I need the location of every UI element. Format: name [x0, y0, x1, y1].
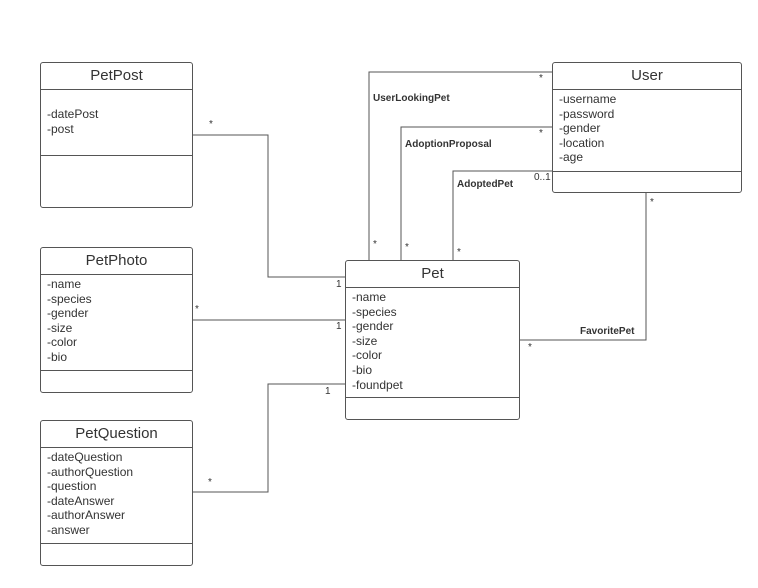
petquestion-pet-line [193, 383, 345, 493]
attribute: -bio [47, 349, 68, 364]
attribute: -authorQuestion [47, 464, 134, 479]
attribute: -size [47, 320, 73, 335]
attribute: -question [47, 479, 97, 494]
attribute: -name [47, 277, 82, 291]
attribute: -size [352, 333, 378, 348]
class-petphoto: PetPhoto -name -species -gender -size -c… [40, 247, 193, 393]
attribute: -color [352, 348, 383, 363]
attribute: -species [47, 291, 92, 306]
attribute: -post [47, 121, 74, 136]
multiplicity-favorite-pet-pet: * [528, 342, 532, 353]
adopted-pet-line [452, 170, 552, 261]
attribute-compartment: -datePost -post [41, 90, 192, 156]
class-name: User [553, 63, 741, 90]
multiplicity-adoption-proposal-user: * [539, 128, 543, 139]
class-petquestion: PetQuestion -dateQuestion -authorQuestio… [40, 420, 193, 566]
attribute: -dateQuestion [47, 450, 123, 464]
attribute: -gender [559, 121, 601, 136]
multiplicity-user-looking-pet-user: * [539, 73, 543, 84]
class-pet: Pet -name -species -gender -size -color … [345, 260, 520, 420]
attribute: -username [559, 92, 617, 106]
multiplicity-petquestion: * [208, 477, 212, 488]
multiplicity-pet-photo: 1 [336, 321, 342, 332]
attribute-compartment: -username -password -gender -location -a… [553, 90, 741, 172]
class-petpost: PetPost -datePost -post [40, 62, 193, 208]
attribute: -gender [47, 306, 89, 321]
association-label-user-looking-pet: UserLookingPet [373, 93, 450, 104]
multiplicity-user-looking-pet-pet: * [373, 239, 377, 250]
attribute: -bio [352, 362, 373, 377]
attribute: -name [352, 290, 387, 304]
user-looking-pet-line [368, 71, 552, 261]
attribute: -color [47, 335, 78, 350]
petpost-pet-line [193, 134, 345, 278]
adoption-proposal-line [400, 126, 552, 261]
class-name: PetQuestion [41, 421, 192, 448]
attribute: -gender [352, 319, 394, 334]
multiplicity-favorite-pet-user: * [650, 197, 654, 208]
attribute: -answer [47, 522, 90, 537]
attribute: -datePost [47, 107, 99, 121]
attribute-compartment: -name -species -gender -size -color -bio [41, 275, 192, 371]
attribute-compartment: -dateQuestion -authorQuestion -question … [41, 448, 192, 544]
class-name: Pet [346, 261, 519, 288]
favorite-pet-line [519, 193, 647, 341]
multiplicity-petpost: * [209, 119, 213, 130]
class-name: PetPost [41, 63, 192, 90]
attribute-compartment: -name -species -gender -size -color -bio… [346, 288, 519, 398]
class-user: User -username -password -gender -locati… [552, 62, 742, 193]
multiplicity-adopted-pet-user: 0..1 [534, 172, 551, 183]
attribute: -foundpet [352, 377, 403, 392]
multiplicity-petphoto: * [195, 304, 199, 315]
multiplicity-pet-question: 1 [325, 386, 331, 397]
attribute: -age [559, 150, 584, 165]
attribute: -dateAnswer [47, 493, 115, 508]
attribute: -authorAnswer [47, 508, 126, 523]
multiplicity-pet-post: 1 [336, 279, 342, 290]
association-label-adoption-proposal: AdoptionProposal [405, 139, 492, 150]
attribute: -species [352, 304, 397, 319]
multiplicity-adoption-proposal-pet: * [405, 242, 409, 253]
association-label-favorite-pet: FavoritePet [580, 326, 635, 337]
association-label-adopted-pet: AdoptedPet [457, 179, 514, 190]
attribute: -password [559, 106, 615, 121]
attribute: -location [559, 135, 605, 150]
multiplicity-adopted-pet-pet: * [457, 247, 461, 258]
class-name: PetPhoto [41, 248, 192, 275]
